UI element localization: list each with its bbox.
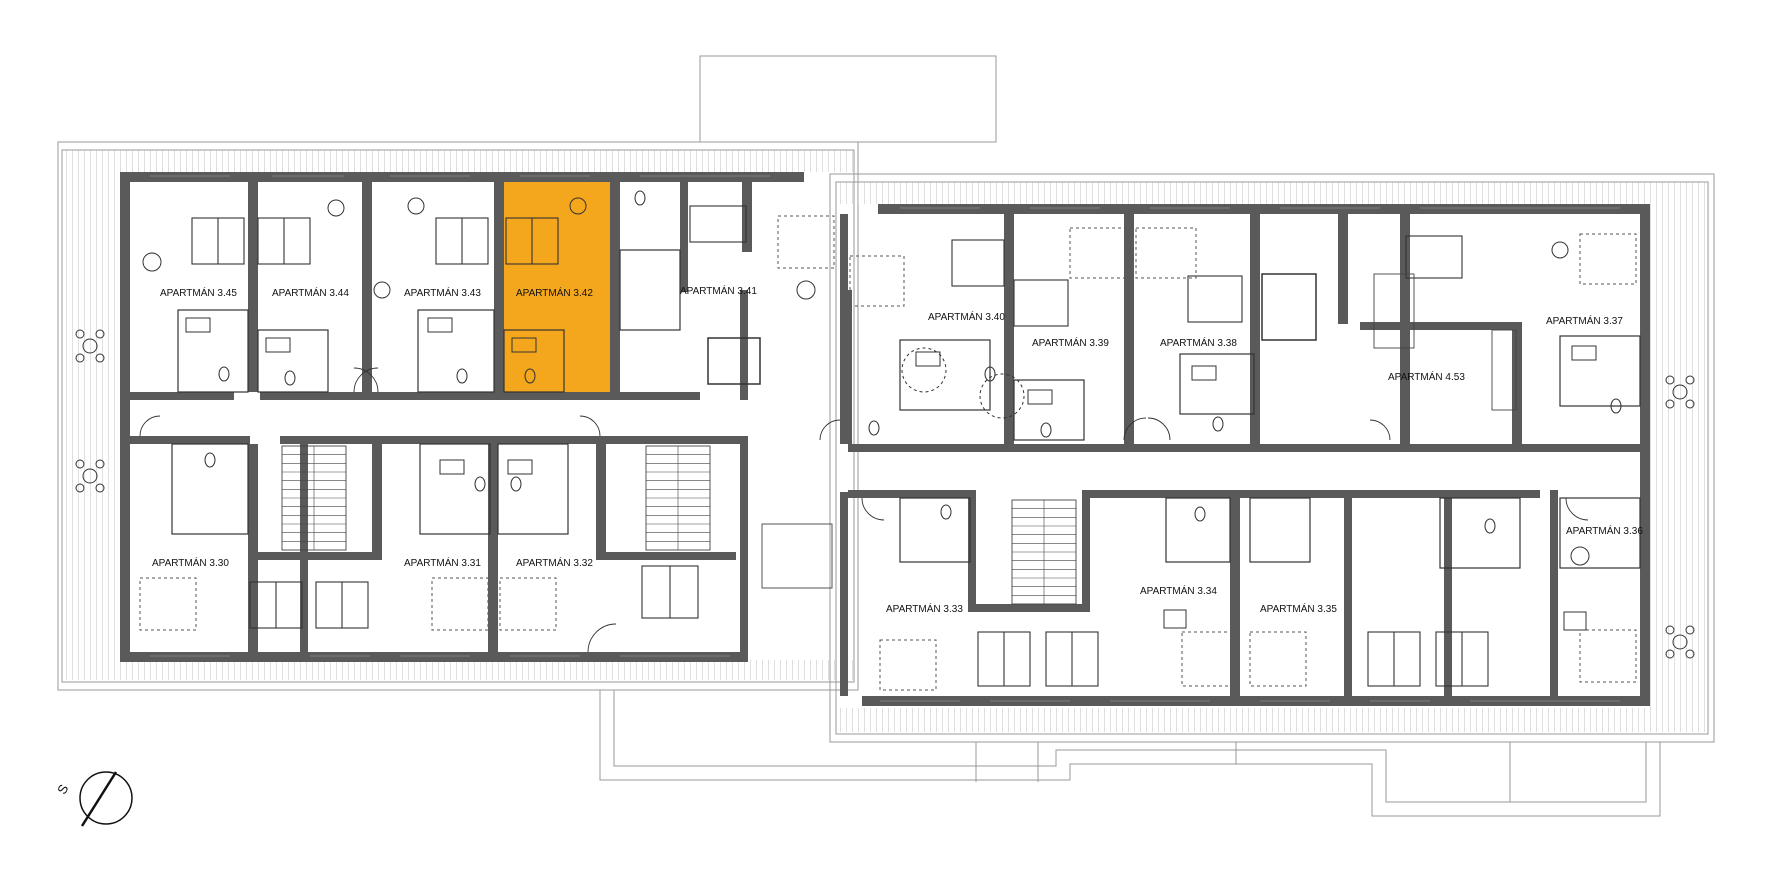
compass-needle-icon — [80, 771, 118, 827]
label-apt-3-32[interactable]: APARTMÁN 3.32 — [516, 556, 593, 569]
label-apt-3-40[interactable]: APARTMÁN 3.40 — [928, 310, 1005, 323]
compass-label: S — [54, 781, 71, 796]
label-apt-3-30[interactable]: APARTMÁN 3.30 — [152, 556, 229, 569]
bathrooms — [171, 249, 1641, 569]
dining-tables — [142, 197, 1590, 631]
beds — [191, 205, 1489, 687]
label-apt-3-34[interactable]: APARTMÁN 3.34 — [1140, 584, 1217, 597]
label-apt-3-37[interactable]: APARTMÁN 3.37 — [1546, 314, 1623, 327]
door-swings — [139, 367, 1589, 653]
sofa-beds — [139, 215, 1637, 691]
terrace-hatching — [62, 150, 1708, 732]
stair-treads — [282, 446, 1076, 604]
label-apt-3-42[interactable]: APARTMÁN 3.42 — [516, 286, 593, 299]
label-apt-3-31[interactable]: APARTMÁN 3.31 — [404, 556, 481, 569]
label-apt-3-43[interactable]: APARTMÁN 3.43 — [404, 286, 481, 299]
label-apt-3-35[interactable]: APARTMÁN 3.35 — [1260, 602, 1337, 615]
sanitary-fixtures — [185, 190, 1622, 534]
label-apt-3-33[interactable]: APARTMÁN 3.33 — [886, 602, 963, 615]
label-apt-3-44[interactable]: APARTMÁN 3.44 — [272, 286, 349, 299]
apartment-labels: APARTMÁN 3.45 APARTMÁN 3.44 APARTMÁN 3.4… — [152, 284, 1643, 615]
windows — [150, 175, 1620, 702]
label-apt-4-53[interactable]: APARTMÁN 4.53 — [1388, 370, 1465, 383]
compass-circle — [79, 771, 133, 825]
label-apt-3-36[interactable]: APARTMÁN 3.36 — [1566, 524, 1643, 537]
elevators — [707, 273, 1317, 385]
label-apt-3-39[interactable]: APARTMÁN 3.39 — [1032, 336, 1109, 349]
compass: S — [54, 771, 133, 827]
label-apt-3-41[interactable]: APARTMÁN 3.41 — [680, 284, 757, 297]
label-apt-3-45[interactable]: APARTMÁN 3.45 — [160, 286, 237, 299]
label-apt-3-38[interactable]: APARTMÁN 3.38 — [1160, 336, 1237, 349]
walls — [120, 172, 1650, 706]
terrace-furniture — [75, 329, 1695, 659]
